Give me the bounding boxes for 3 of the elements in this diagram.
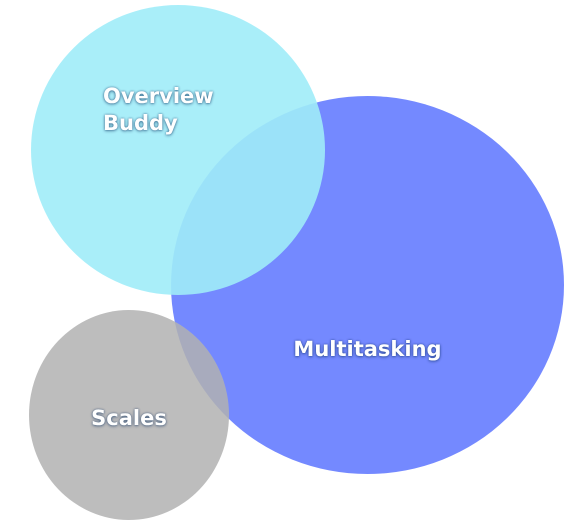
circle-label: Multitasking — [292, 336, 443, 363]
circle-label: Overview Buddy — [103, 83, 215, 137]
circle-label: Scales — [90, 405, 168, 432]
